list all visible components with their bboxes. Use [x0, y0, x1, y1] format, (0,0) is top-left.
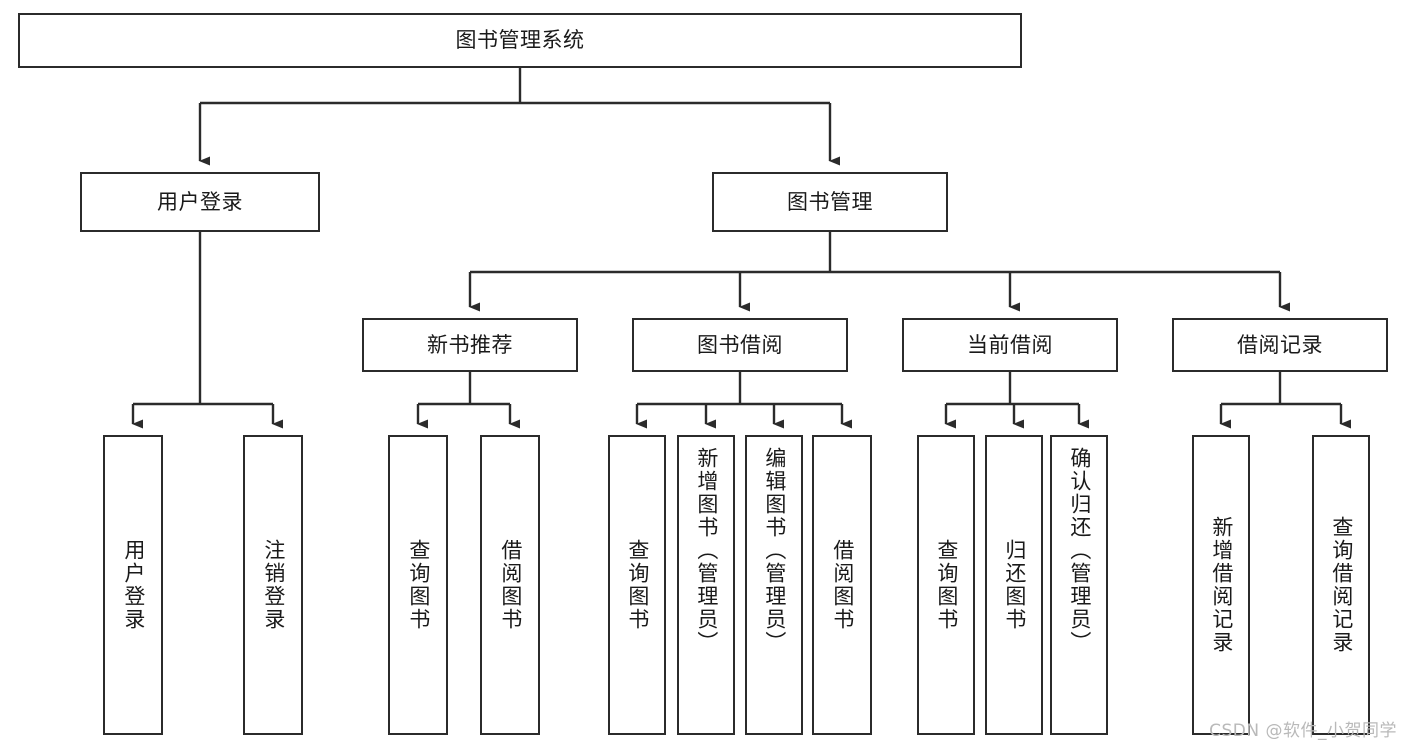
node-leaf-borrow-book-2[interactable]: 借阅图书	[812, 435, 872, 735]
node-leaf-edit-book[interactable]: 编辑图书（管理员）	[745, 435, 803, 735]
node-leaf-return-book[interactable]: 归还图书	[985, 435, 1043, 735]
node-borrow-record[interactable]: 借阅记录	[1172, 318, 1388, 372]
node-borrow-record-label: 借阅记录	[1237, 332, 1323, 357]
node-user-login[interactable]: 用户登录	[80, 172, 320, 232]
node-leaf-borrow-book-1[interactable]: 借阅图书	[480, 435, 540, 735]
node-leaf-query-book-3[interactable]: 查询图书	[917, 435, 975, 735]
node-leaf-query-book-1-label: 查询图书	[406, 539, 431, 631]
node-leaf-edit-book-label: 编辑图书（管理员）	[762, 447, 787, 654]
node-leaf-user-login[interactable]: 用户登录	[103, 435, 163, 735]
node-leaf-query-book-2-label: 查询图书	[625, 539, 650, 631]
node-leaf-add-book-label: 新增图书（管理员）	[694, 447, 719, 654]
node-current-borrow[interactable]: 当前借阅	[902, 318, 1118, 372]
node-leaf-borrow-book-2-label: 借阅图书	[830, 539, 855, 631]
node-new-book-recommend-label: 新书推荐	[427, 332, 513, 357]
node-current-borrow-label: 当前借阅	[967, 332, 1053, 357]
node-leaf-return-book-label: 归还图书	[1002, 539, 1027, 631]
node-leaf-add-book[interactable]: 新增图书（管理员）	[677, 435, 735, 735]
node-leaf-query-record-label: 查询借阅记录	[1329, 516, 1354, 654]
node-new-book-recommend[interactable]: 新书推荐	[362, 318, 578, 372]
node-root[interactable]: 图书管理系统	[18, 13, 1022, 68]
node-root-label: 图书管理系统	[455, 28, 585, 53]
node-leaf-user-login-label: 用户登录	[121, 539, 146, 631]
node-leaf-logout-label: 注销登录	[261, 539, 286, 631]
node-leaf-query-record[interactable]: 查询借阅记录	[1312, 435, 1370, 735]
node-book-borrow-label: 图书借阅	[697, 332, 783, 357]
node-leaf-add-record[interactable]: 新增借阅记录	[1192, 435, 1250, 735]
node-leaf-add-record-label: 新增借阅记录	[1209, 516, 1234, 654]
node-leaf-confirm-return[interactable]: 确认归还（管理员）	[1050, 435, 1108, 735]
node-leaf-borrow-book-1-label: 借阅图书	[498, 539, 523, 631]
node-book-manage-label: 图书管理	[787, 189, 873, 214]
watermark-text: CSDN @软件_小贺同学	[1209, 721, 1397, 741]
node-book-manage[interactable]: 图书管理	[712, 172, 948, 232]
node-user-login-label: 用户登录	[157, 189, 243, 214]
node-book-borrow[interactable]: 图书借阅	[632, 318, 848, 372]
node-leaf-query-book-1[interactable]: 查询图书	[388, 435, 448, 735]
node-leaf-confirm-return-label: 确认归还（管理员）	[1067, 447, 1092, 654]
node-leaf-logout[interactable]: 注销登录	[243, 435, 303, 735]
node-leaf-query-book-2[interactable]: 查询图书	[608, 435, 666, 735]
node-leaf-query-book-3-label: 查询图书	[934, 539, 959, 631]
